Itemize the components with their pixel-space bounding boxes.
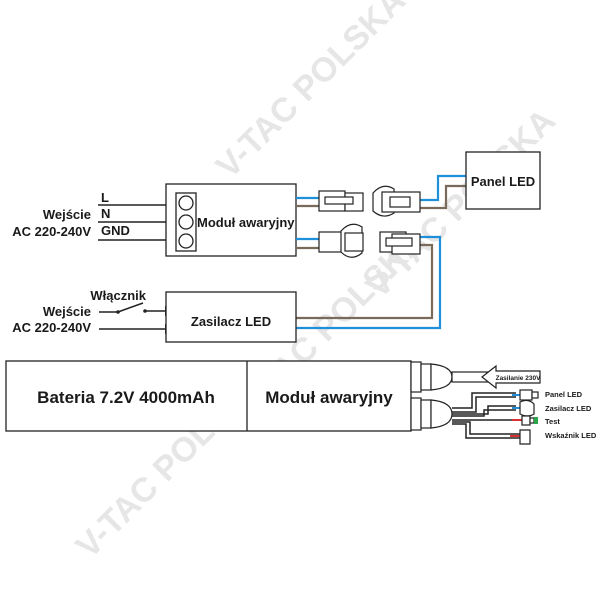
- lead-label-test: Test: [545, 417, 560, 426]
- lead-label-indicator-led: Wskaźnik LED: [545, 431, 597, 440]
- supply-arrow-label: Zasilanie 230V: [496, 375, 541, 382]
- top-output-wires: [296, 174, 466, 330]
- terminal-label-n: N: [101, 206, 110, 221]
- terminal-label-l: L: [101, 190, 109, 205]
- emergency-unit-housing: [5, 360, 412, 432]
- terminal-label-gnd: GND: [101, 223, 130, 238]
- switch-lever: [117, 302, 144, 313]
- connector-lower: [318, 223, 421, 258]
- led-panel-box: [465, 151, 541, 210]
- connector-upper: [318, 185, 421, 217]
- led-panel-label: Panel LED: [471, 174, 535, 189]
- led-driver-label: Zasilacz LED: [191, 314, 271, 329]
- switch-label: Włącznik: [90, 288, 146, 303]
- watermark-text: V-TAC POLSKA: [209, 0, 413, 186]
- supply-arrow: [481, 364, 541, 390]
- input-label-2: AC 220-240V: [12, 224, 91, 239]
- input-label-1: Wejście: [43, 207, 91, 222]
- middle-input: Włącznik Wejście AC 220-240V: [12, 288, 173, 335]
- middle-input-label-2: AC 220-240V: [12, 320, 91, 335]
- top-input-labels: L N GND Wejście AC 220-240V: [12, 190, 130, 239]
- output-leads: [452, 389, 539, 445]
- watermark: V-TAC POLSKA V-TAC POLSKA V-TAC POLSKA V…: [69, 0, 563, 566]
- emergency-module-label: Moduł awaryjny: [197, 215, 295, 230]
- cable-glands: [410, 361, 453, 431]
- battery-label: Bateria 7.2V 4000mAh: [37, 388, 215, 407]
- lead-label-led-driver: Zasilacz LED: [545, 404, 592, 413]
- middle-input-label-1: Wejście: [43, 304, 91, 319]
- lead-label-panel-led: Panel LED: [545, 390, 583, 399]
- bottom-module-label: Moduł awaryjny: [265, 388, 393, 407]
- led-driver-box: [165, 291, 297, 343]
